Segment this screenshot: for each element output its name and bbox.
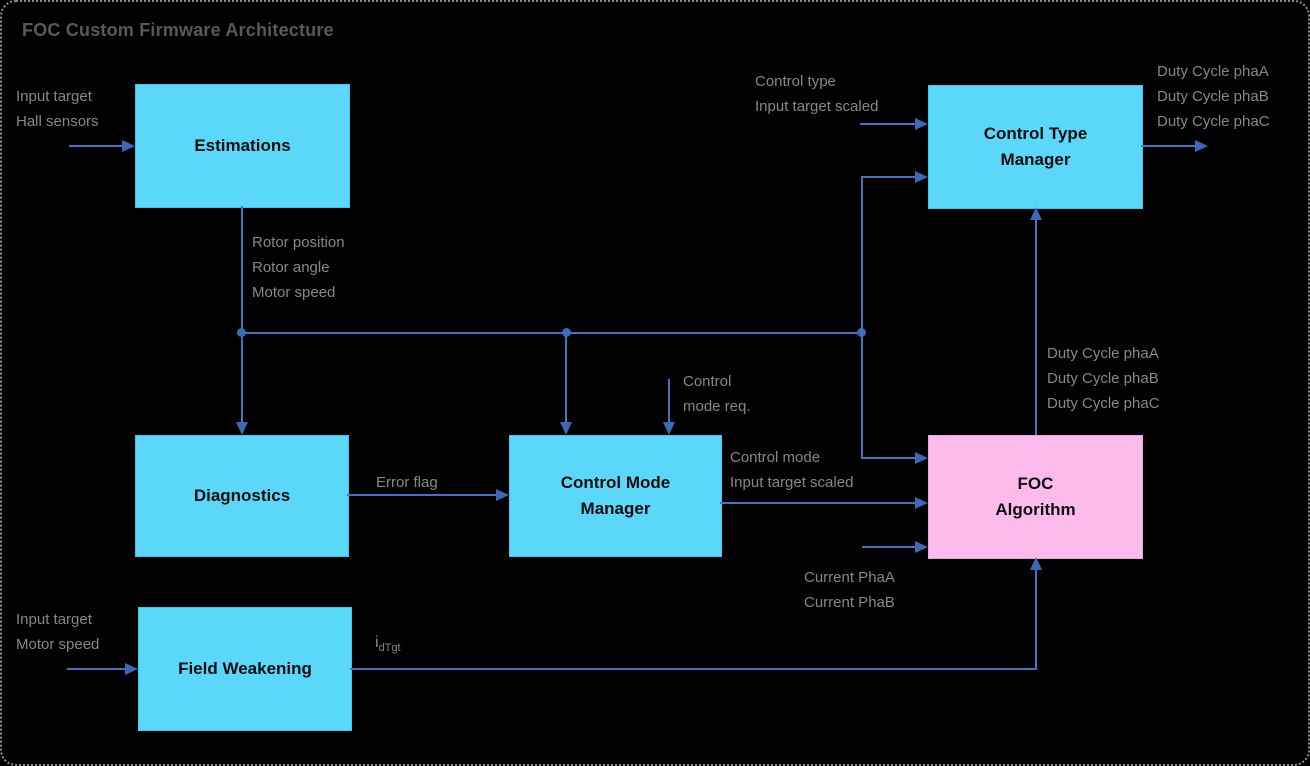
label-ctm-inputs: Control type Input target scaled [755,73,879,115]
arrow-control-mode-req [668,379,670,422]
label-idtgt: idTgt [375,634,401,655]
arrowhead-right-icon [915,118,928,130]
line-bus-up-to-ctm [861,176,863,332]
block-control-type-manager-label-2: Manager [1000,150,1071,169]
arrow-currents-input [862,546,915,548]
arrowhead-right-icon [1195,140,1208,152]
label-duty-cycle-out: Duty Cycle phaA Duty Cycle phaB Duty Cyc… [1157,63,1270,130]
arrowhead-right-icon [125,663,138,675]
block-foc-algorithm-label-1: FOC [1017,474,1054,493]
block-control-mode-manager-label-2: Manager [580,499,651,518]
arrowhead-up-icon [1030,207,1042,220]
line-bus-to-foc [861,457,915,459]
line-bus-to-cmm [565,332,567,422]
line-fw-to-foc-vertical [1035,569,1037,670]
arrow-estimations-input [69,145,122,147]
arrowhead-right-icon [915,497,928,509]
block-estimations-label: Estimations [194,136,291,155]
block-control-type-manager: Control Type Manager [928,85,1143,209]
arrowhead-down-icon [663,422,675,435]
block-foc-algorithm-label-2: Algorithm [995,500,1076,519]
block-control-mode-manager-label-1: Control Mode [560,473,671,492]
label-duty-cycle-feedback: Duty Cycle phaA Duty Cycle phaB Duty Cyc… [1047,345,1160,412]
arrow-ctm-output [1141,145,1195,147]
label-estimations-outputs: Rotor position Rotor angle Motor speed [252,234,345,301]
label-control-mode-req: Control mode req. [683,373,751,415]
line-bus-to-ctm [861,176,915,178]
block-field-weakening: Field Weakening [138,607,352,731]
block-foc-algorithm: FOC Algorithm [928,435,1143,559]
label-cmm-outputs: Control mode Input target scaled [730,449,854,491]
block-diagnostics: Diagnostics [135,435,349,557]
block-control-type-manager-label-1: Control Type [983,124,1088,143]
label-fw-inputs: Input target Motor speed [16,611,100,653]
arrow-field-weakening-input [67,668,125,670]
line-fw-to-foc-horizontal [350,668,1037,670]
block-field-weakening-label: Field Weakening [178,659,312,678]
arrowhead-right-icon [915,452,928,464]
block-control-mode-manager: Control Mode Manager [509,435,722,557]
block-diagnostics-label: Diagnostics [193,486,291,505]
label-currents: Current PhaA Current PhaB [804,569,895,611]
arrow-cmm-to-foc [720,502,915,504]
diagram-title: FOC Custom Firmware Architecture [22,20,334,40]
line-estimations-to-diagnostics [241,206,243,423]
line-foc-to-ctm [1035,219,1037,435]
arrow-ctm-input [860,123,915,125]
arrowhead-down-icon [560,422,572,435]
arrowhead-right-icon [915,171,928,183]
label-estimations-inputs: Input target Hall sensors [16,88,99,130]
line-bus-down-to-foc [861,332,863,459]
block-estimations: Estimations [135,84,350,208]
arrow-error-flag [347,494,497,496]
arrowhead-right-icon [496,489,509,501]
arrowhead-down-icon [236,422,248,435]
label-error-flag: Error flag [376,474,438,491]
arrowhead-right-icon [122,140,135,152]
arrowhead-right-icon [915,541,928,553]
junction-dot [237,328,246,337]
arrowhead-up-icon [1030,557,1042,570]
line-rotor-bus [241,332,863,334]
